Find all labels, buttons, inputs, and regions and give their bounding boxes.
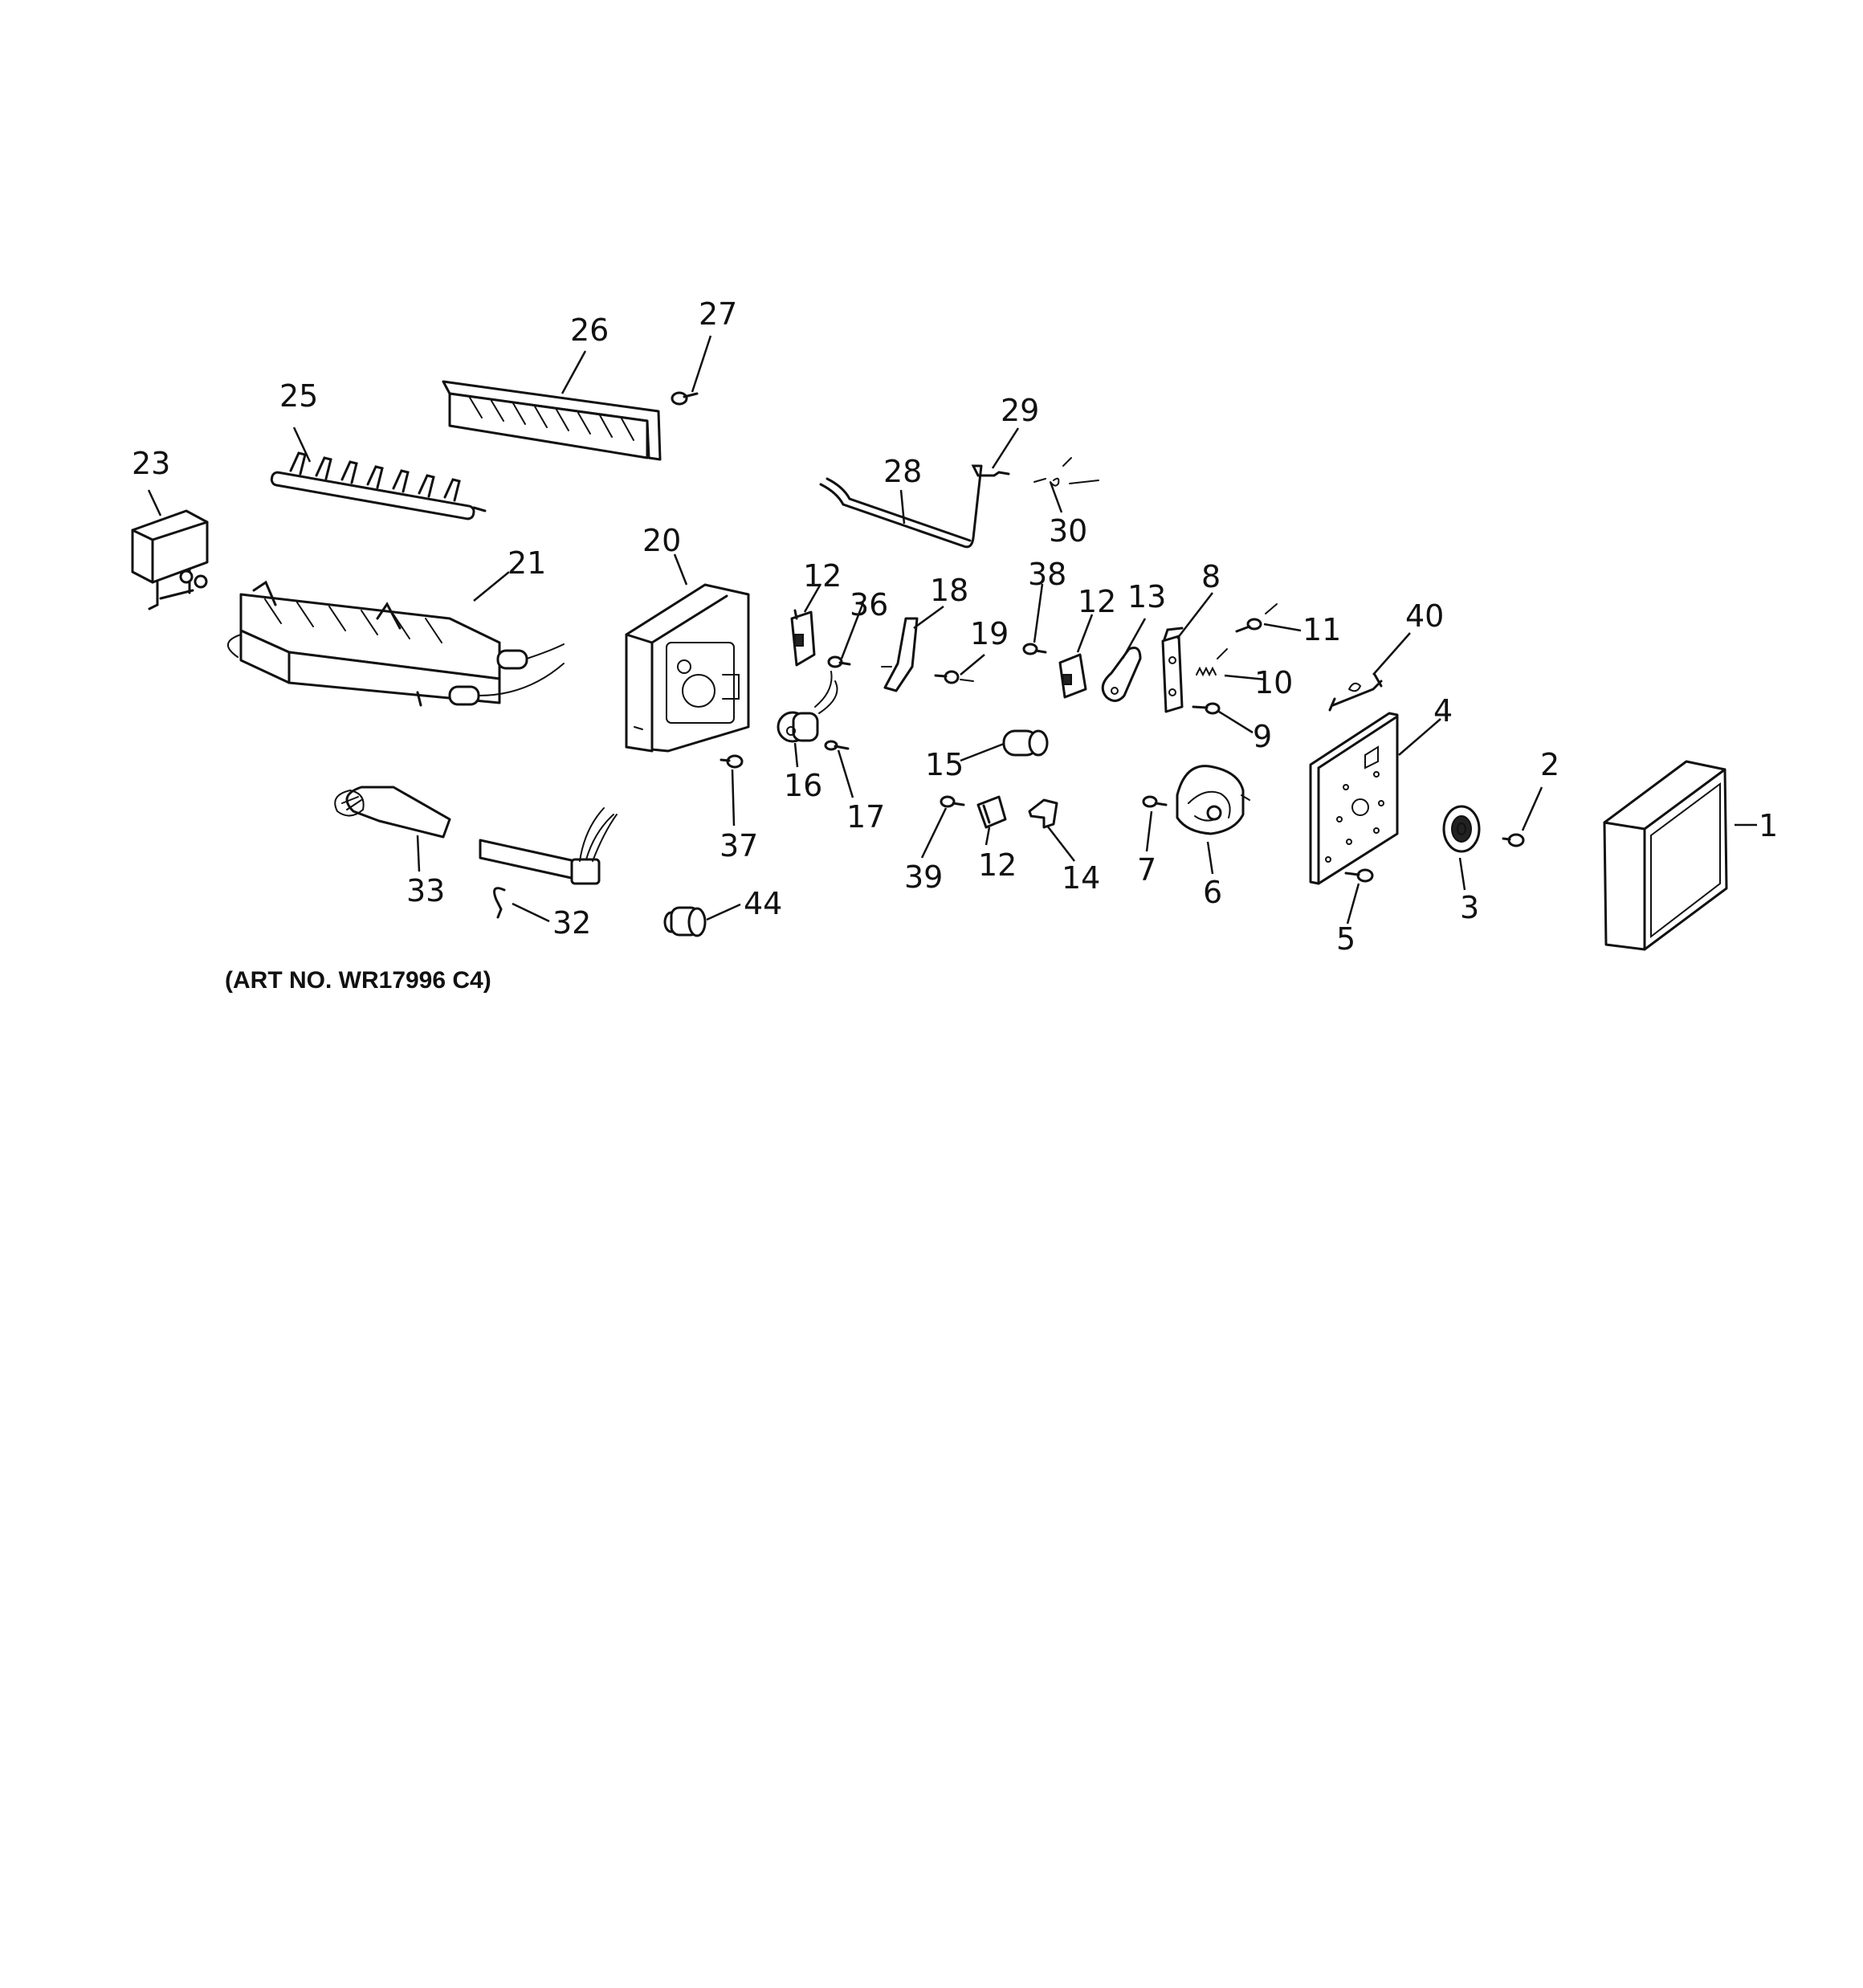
callout-5: 5: [1336, 921, 1355, 957]
part-1-front-cover: [1603, 760, 1728, 951]
part-16-thermostat: [777, 671, 838, 743]
part-14-lever: [1028, 798, 1058, 829]
part-15-cover: [1002, 729, 1049, 757]
part-27-screw: [671, 391, 699, 406]
part-10-spring: [1196, 648, 1228, 677]
callout-20: 20: [642, 523, 681, 558]
part-38-screw: [1022, 643, 1047, 655]
part-2-screw: [1502, 833, 1525, 847]
part-32-clip: [493, 887, 506, 919]
callout-14: 14: [1062, 860, 1100, 896]
callout-3: 3: [1460, 890, 1479, 925]
callout-27: 27: [699, 296, 737, 332]
callout-12-middle: 12: [1078, 584, 1116, 619]
callout-12-bottom: 12: [978, 847, 1017, 883]
part-40-clip: [1328, 673, 1383, 712]
part-19-screw: [934, 670, 974, 684]
callout-40: 40: [1405, 598, 1444, 634]
callout-13: 13: [1127, 579, 1166, 614]
callout-11: 11: [1302, 612, 1341, 647]
part-17-screw: [824, 740, 850, 751]
callout-29: 29: [1001, 393, 1039, 428]
callout-19: 19: [970, 616, 1009, 651]
callout-6: 6: [1203, 875, 1222, 910]
art-number-caption: (ART NO. WR17996 C4): [225, 967, 491, 994]
callout-32: 32: [552, 905, 591, 941]
callout-1: 1: [1759, 808, 1778, 843]
part-wiring-harness: [479, 807, 618, 885]
callout-28: 28: [883, 454, 922, 489]
callout-9: 9: [1253, 719, 1272, 754]
part-4-mounting-plate: [1309, 712, 1399, 885]
callout-23: 23: [132, 446, 170, 481]
part-20-housing: [625, 583, 750, 753]
part-44-plug: [663, 906, 707, 937]
callout-labels: 1 2 3 4 5 6 7 8 9 10 11 12 12 12 13 14 1…: [132, 296, 1778, 957]
part-9-screw: [1192, 702, 1221, 715]
callout-7: 7: [1137, 852, 1156, 888]
callout-15: 15: [925, 747, 964, 782]
part-12a-switch: [790, 609, 816, 667]
part-11-screw: [1235, 603, 1278, 633]
callout-30: 30: [1049, 513, 1087, 549]
part-25-ejector: [270, 451, 487, 520]
callout-18: 18: [930, 573, 968, 608]
part-7-screw: [1142, 795, 1168, 808]
part-6-motor: [1176, 765, 1250, 835]
callout-37: 37: [720, 828, 758, 863]
part-30-retainer: [1033, 457, 1099, 487]
callout-36: 36: [850, 587, 888, 623]
part-18-lever: [881, 617, 919, 692]
part-26-stripper: [442, 380, 662, 461]
callout-26: 26: [570, 312, 609, 348]
leader-lines: [147, 335, 1757, 925]
part-37-screw: [720, 754, 744, 769]
callout-2: 2: [1540, 747, 1559, 782]
callout-44: 44: [744, 886, 782, 921]
callout-33: 33: [406, 873, 445, 908]
part-8-bracket: [1161, 627, 1184, 713]
part-21-mold: [227, 580, 565, 707]
part-12b-switch: [1058, 653, 1087, 699]
callout-39: 39: [904, 859, 943, 895]
callout-10: 10: [1254, 665, 1293, 700]
callout-25: 25: [279, 378, 318, 414]
callout-4: 4: [1433, 693, 1453, 729]
part-12c-switch: [976, 795, 1007, 829]
part-36-screw: [827, 655, 851, 668]
part-28-shutoff-arm: [819, 464, 1010, 549]
part-3-gear: [1442, 805, 1481, 853]
part-23-fill-cup: [131, 509, 209, 610]
callout-16: 16: [784, 768, 822, 803]
part-39-screw: [940, 795, 965, 808]
callout-12-top: 12: [803, 558, 842, 594]
part-33-fill-tube: [334, 786, 451, 839]
part-5-screw: [1344, 868, 1374, 883]
part-13-cam: [1101, 647, 1142, 702]
callout-17: 17: [846, 799, 885, 835]
callout-38: 38: [1028, 557, 1066, 592]
callout-21: 21: [508, 545, 546, 581]
callout-8: 8: [1201, 559, 1221, 594]
